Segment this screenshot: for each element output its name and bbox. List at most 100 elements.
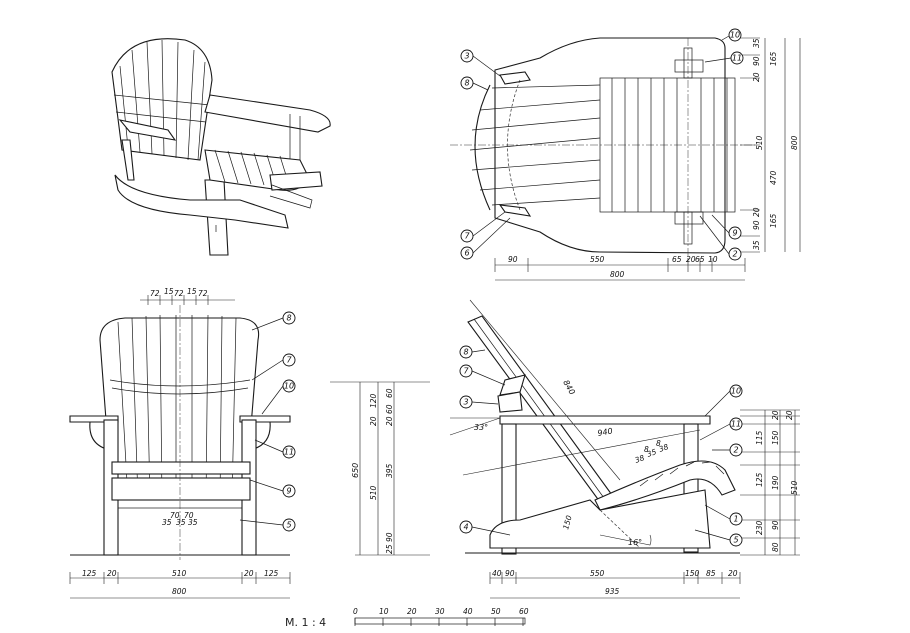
dim-label: 20 <box>107 569 117 578</box>
part-label: 2 <box>732 250 737 259</box>
part-label: 8 <box>463 348 468 357</box>
dim-label: 20 <box>771 410 780 420</box>
dim-label: 800 <box>172 587 187 596</box>
side-view-dimensions <box>489 409 800 599</box>
dim-label: 25 <box>385 544 394 554</box>
dim-label: 8 <box>644 445 649 454</box>
dim-label: 230 <box>755 520 764 535</box>
dim-label: 38 <box>658 442 670 454</box>
dim-label: 800 <box>790 135 799 150</box>
dim-label: 80 <box>771 542 780 552</box>
dim-label: 20 <box>728 569 738 578</box>
dim-label: 35 <box>176 518 186 527</box>
dim-label: 550 <box>590 569 605 578</box>
dim-label: 90 <box>505 569 515 578</box>
part-label: 7 <box>286 356 292 365</box>
part-label: 9 <box>286 487 291 496</box>
dim-label: 510 <box>369 485 378 500</box>
dim-label: 510 <box>755 135 764 150</box>
dim-label: 150 <box>561 514 573 530</box>
dim-label: 35 <box>646 447 658 459</box>
dim-label: 20 <box>244 569 254 578</box>
dim-label: 120 <box>369 393 378 408</box>
scale-tick: 0 <box>353 607 358 616</box>
front-view <box>69 305 291 560</box>
dim-label: 90 <box>752 56 761 66</box>
dim-label: 35 <box>752 240 761 250</box>
dim-label: 20 <box>785 410 794 420</box>
top-view-part-labels: 10 11 3 8 7 6 9 2 <box>460 28 744 261</box>
dim-label: 90 <box>771 520 780 530</box>
scale-title: M. 1 : 4 <box>285 616 326 629</box>
dim-label: 940 <box>597 426 614 438</box>
dim-label: 650 <box>351 463 360 478</box>
dim-label: 115 <box>755 430 764 445</box>
part-label: 6 <box>464 249 469 258</box>
dim-label: 16° <box>628 538 642 547</box>
part-label: 10 <box>731 387 741 396</box>
part-label: 10 <box>730 31 740 40</box>
part-label: 1 <box>733 515 738 524</box>
dim-label: 150 <box>771 430 780 445</box>
dim-label: 125 <box>755 472 764 487</box>
part-label: 11 <box>284 448 294 457</box>
part-label: 3 <box>464 52 469 61</box>
dim-label: 8 <box>656 439 661 448</box>
isometric-view <box>111 38 331 256</box>
top-view <box>450 37 755 260</box>
part-label: 3 <box>463 398 468 407</box>
part-label: 5 <box>286 521 291 530</box>
dim-label: 935 <box>605 587 620 596</box>
dim-label: 60 <box>385 404 394 414</box>
dim-label: 72 <box>198 289 208 298</box>
dim-label: 90 <box>752 220 761 230</box>
part-label: 4 <box>463 523 468 532</box>
part-label: 9 <box>732 229 737 238</box>
side-view <box>449 299 740 555</box>
dim-label: 65 <box>695 255 705 264</box>
dim-label: 60 <box>385 388 394 398</box>
top-view-dimension-labels: 90 550 65 20 65 10 800 35 90 165 20 20 9… <box>508 38 799 279</box>
part-label: 5 <box>733 536 738 545</box>
dim-label: 190 <box>771 475 780 490</box>
top-view-dimensions <box>494 37 801 281</box>
dim-label: 38 <box>634 453 646 465</box>
dim-label: 20 <box>369 416 378 426</box>
dim-label: 35 <box>188 518 198 527</box>
dim-label: 125 <box>82 569 97 578</box>
front-view-dimension-labels: 72 15 72 15 72 35 35 35 70 70 125 20 510… <box>82 287 394 596</box>
dim-label: 550 <box>590 255 605 264</box>
dim-label: 33° <box>474 423 488 432</box>
part-label: 11 <box>731 420 741 429</box>
scale-tick: 20 <box>407 607 417 616</box>
side-view-part-labels: 8 7 3 4 10 11 2 1 5 <box>459 345 743 547</box>
dim-label: 20 <box>752 72 761 82</box>
dim-label: 840 <box>561 379 576 397</box>
dim-label: 70 <box>184 511 194 520</box>
part-label: 8 <box>464 79 469 88</box>
dim-label: 395 <box>385 463 394 478</box>
dim-label: 72 <box>174 289 184 298</box>
front-view-dimensions <box>69 295 430 599</box>
part-label: 10 <box>284 382 294 391</box>
scale-tick: 10 <box>379 607 389 616</box>
scale-tick: 40 <box>463 607 473 616</box>
part-label: 2 <box>733 446 738 455</box>
dim-label: 90 <box>385 532 394 542</box>
dim-label: 40 <box>492 569 502 578</box>
scale-bar <box>354 617 526 626</box>
dim-label: 15 <box>164 287 174 296</box>
dim-label: 10 <box>708 255 718 264</box>
dim-label: 35 <box>752 38 761 48</box>
scale-tick: 30 <box>435 607 445 616</box>
dim-label: 15 <box>187 287 197 296</box>
dim-label: 85 <box>706 569 716 578</box>
dim-label: 70 <box>170 511 180 520</box>
dim-label: 470 <box>769 170 778 185</box>
dim-label: 20 <box>686 255 696 264</box>
front-view-part-labels: 8 7 10 11 9 5 <box>239 311 296 532</box>
dim-label: 72 <box>150 289 160 298</box>
side-view-dimension-labels: 840 940 33° 16° 150 38 35 38 8 8 40 90 5… <box>474 379 799 597</box>
